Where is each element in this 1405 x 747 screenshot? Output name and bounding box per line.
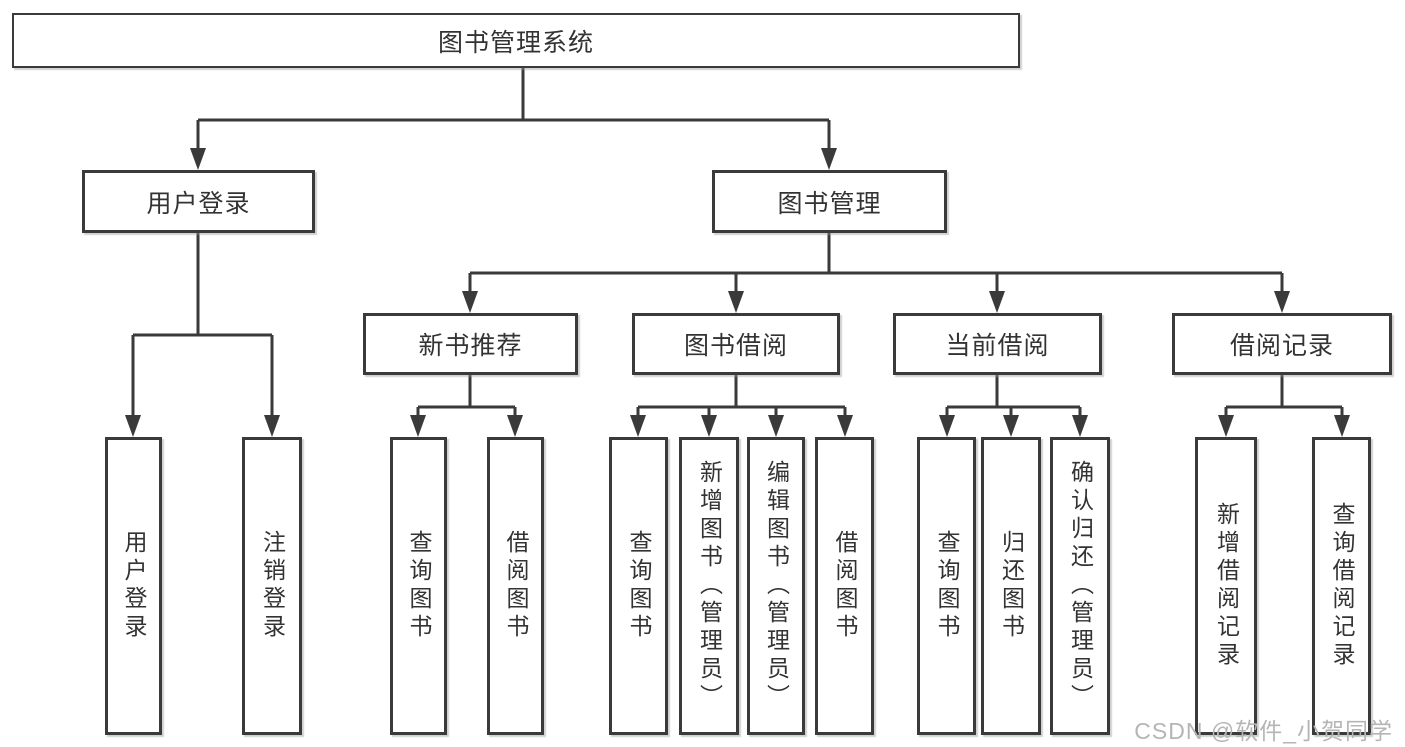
node-label: 图书管理 [777,189,882,218]
node-label: 用户登录 [121,530,147,642]
watermark: CSDN @软件_小贺同学 [1134,718,1393,744]
node-label: 编辑图书（管理员） [763,460,790,712]
connector-paths [131,68,1344,421]
leaf-return-book: 归还图书 [981,437,1041,735]
node-label: 图书借阅 [683,332,788,360]
leaf-query-book-recommend: 查询图书 [390,437,447,735]
node-label: 图书管理系统 [437,28,594,57]
node-label: 借阅记录 [1229,332,1334,360]
leaf-borrow-book: 借阅图书 [815,437,874,735]
leaf-edit-book-admin: 编辑图书（管理员） [747,437,805,735]
node-label: 借阅图书 [503,530,529,642]
node-current-borrow: 当前借阅 [893,313,1102,375]
node-borrow-record: 借阅记录 [1172,313,1392,375]
arrowheads [125,148,1350,437]
node-label: 归还图书 [998,530,1025,642]
node-label: 新增图书（管理员） [696,460,723,712]
leaf-user-login: 用户登录 [105,437,162,735]
node-label: 当前借阅 [945,332,1050,360]
leaf-query-borrow-record: 查询借阅记录 [1312,437,1371,735]
node-label: 查询图书 [626,530,652,642]
leaf-add-borrow-record: 新增借阅记录 [1195,437,1257,735]
leaf-add-book-admin: 新增图书（管理员） [679,437,739,735]
node-label: 新增借阅记录 [1213,502,1240,670]
node-label: 借阅图书 [832,530,858,642]
node-label: 查询图书 [934,530,960,642]
node-new-book-recommend: 新书推荐 [363,313,578,375]
leaf-confirm-return-admin: 确认归还（管理员） [1050,437,1110,735]
node-library-management-system: 图书管理系统 [12,13,1020,68]
node-label: 注销登录 [259,530,286,642]
node-label: 用户登录 [146,189,251,218]
leaf-borrow-book-recommend: 借阅图书 [487,437,544,735]
node-label: 确认归还（管理员） [1067,460,1094,712]
leaf-logout: 注销登录 [242,437,302,735]
node-label: 查询借阅记录 [1329,502,1355,670]
node-label: 查询图书 [406,530,432,642]
leaf-query-book-borrow: 查询图书 [609,437,668,735]
leaf-query-book-current: 查询图书 [917,437,976,735]
node-book-management: 图书管理 [712,170,947,233]
node-label: 新书推荐 [418,332,523,360]
node-book-borrow: 图书借阅 [632,313,840,375]
node-user-login-group: 用户登录 [82,170,315,233]
